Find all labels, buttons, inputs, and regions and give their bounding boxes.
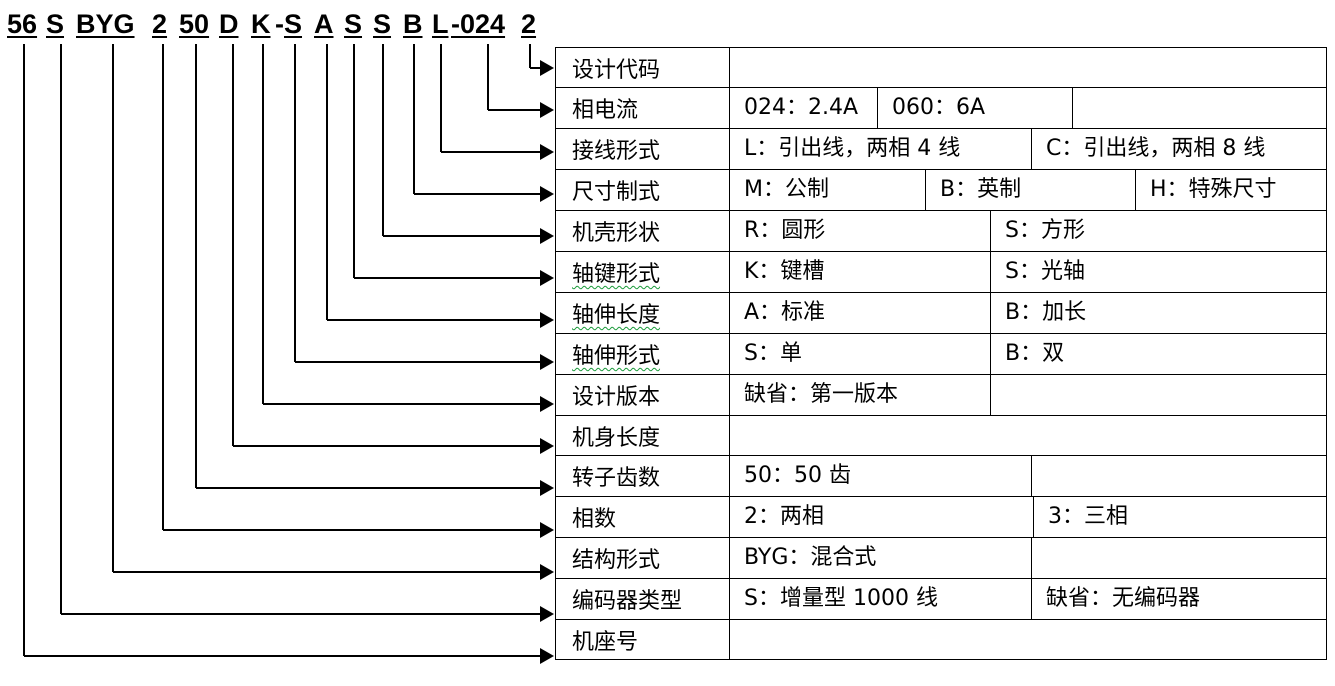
arrow-head — [540, 144, 554, 160]
row-label: 轴伸长度 — [572, 303, 661, 328]
row-option — [991, 376, 1302, 415]
spec-row: 轴键形式 K：键槽 S：光轴 — [555, 251, 1327, 293]
code-segment-4: 50 — [179, 9, 210, 39]
spec-row: 结构形式 BYG：混合式 — [555, 537, 1327, 579]
arrow-head — [540, 522, 554, 538]
row-option: B：加长 — [1005, 300, 1087, 325]
row-option: 缺省：无编码器 — [1046, 586, 1201, 611]
row-label: 机壳形状 — [572, 221, 661, 246]
row-label: 接线形式 — [572, 139, 661, 164]
code-segment-3: 2 — [152, 9, 168, 39]
spec-row: 机身长度 — [555, 415, 1327, 456]
row-label: 设计版本 — [572, 385, 661, 410]
code-segment-0: 56 — [7, 9, 38, 39]
row-option: S：增量型 1000 线 — [731, 579, 1032, 619]
row-label: 编码器类型 — [572, 589, 683, 614]
spec-row: 设计版本 缺省：第一版本 — [555, 374, 1327, 416]
row-option: S：方形 — [1005, 218, 1085, 243]
row-option: H：特殊尺寸 — [1150, 177, 1277, 202]
row-option — [1032, 457, 1302, 496]
row-label: 轴键形式 — [572, 262, 661, 287]
code-segment-5: D — [219, 9, 239, 39]
code-segment-7: - — [275, 9, 284, 39]
arrow-head — [540, 228, 554, 244]
spec-row: 机壳形状 R：圆形 S：方形 — [555, 210, 1327, 252]
row-option: 024：2.4A — [731, 88, 878, 128]
code-segment-1: S — [46, 9, 65, 39]
arrow-head — [540, 564, 554, 580]
code-segment-11: S — [373, 9, 392, 39]
code-segment-14: -024 — [451, 9, 506, 39]
arrow-head — [540, 438, 554, 454]
row-label: 轴伸形式 — [572, 344, 661, 369]
row-label: 机身长度 — [572, 425, 661, 451]
arrow-head — [540, 354, 554, 370]
arrow-head — [540, 648, 554, 664]
spec-row: 设计代码 — [555, 47, 1327, 88]
arrow-head — [540, 60, 554, 76]
row-option: 3：三相 — [1048, 504, 1128, 529]
row-option — [1032, 539, 1302, 578]
row-label: 机座号 — [572, 629, 639, 655]
arrow-head — [540, 396, 554, 412]
row-option: 060：6A — [878, 88, 1073, 128]
row-option: S：单 — [731, 334, 991, 374]
code-segment-10: S — [344, 9, 363, 39]
row-option: 2：两相 — [731, 497, 1034, 537]
row-label: 转子齿数 — [572, 466, 661, 491]
row-option: S：光轴 — [1005, 259, 1085, 284]
row-option — [1073, 89, 1302, 128]
row-option: 50：50 齿 — [731, 456, 1032, 496]
arrow-head — [540, 102, 554, 118]
row-option: BYG：混合式 — [731, 538, 1032, 578]
row-label: 相数 — [572, 507, 617, 532]
row-option: A：标准 — [731, 293, 991, 333]
arrow-head — [540, 312, 554, 328]
row-option: K：键槽 — [731, 252, 991, 292]
row-option: 缺省：第一版本 — [731, 375, 991, 415]
arrow-head — [540, 480, 554, 496]
row-label: 尺寸制式 — [572, 180, 661, 205]
row-option: M：公制 — [731, 170, 926, 210]
spec-row: 相数 2：两相 3：三相 — [555, 496, 1327, 538]
spec-row: 转子齿数 50：50 齿 — [555, 455, 1327, 497]
spec-row: 机座号 — [555, 619, 1327, 660]
row-option: B：双 — [1005, 341, 1065, 366]
spec-row: 接线形式 L：引出线，两相 4 线 C：引出线，两相 8 线 — [555, 128, 1327, 170]
code-segment-13: L — [432, 9, 449, 39]
row-label: 设计代码 — [572, 57, 661, 83]
spec-row: 编码器类型 S：增量型 1000 线缺省：无编码器 — [555, 578, 1327, 620]
arrow-head — [540, 186, 554, 202]
code-segment-9: A — [314, 9, 334, 39]
row-label: 结构形式 — [572, 548, 661, 573]
code-segment-2: BYG — [76, 9, 135, 39]
spec-row: 轴伸形式 S：单 B：双 — [555, 333, 1327, 375]
arrow-head — [540, 270, 554, 286]
row-label: 相电流 — [572, 98, 639, 123]
code-segment-15: 2 — [521, 9, 537, 39]
row-option: B：英制 — [926, 170, 1136, 210]
row-option: R：圆形 — [731, 211, 991, 251]
row-option: L：引出线，两相 4 线 — [731, 129, 1032, 169]
code-segment-12: B — [403, 9, 423, 39]
code-segment-8: S — [284, 9, 303, 39]
spec-row: 轴伸长度 A：标准 B：加长 — [555, 292, 1327, 334]
row-option: C：引出线，两相 8 线 — [1046, 136, 1266, 161]
arrow-head — [540, 606, 554, 622]
code-segment-6: K — [251, 9, 271, 39]
